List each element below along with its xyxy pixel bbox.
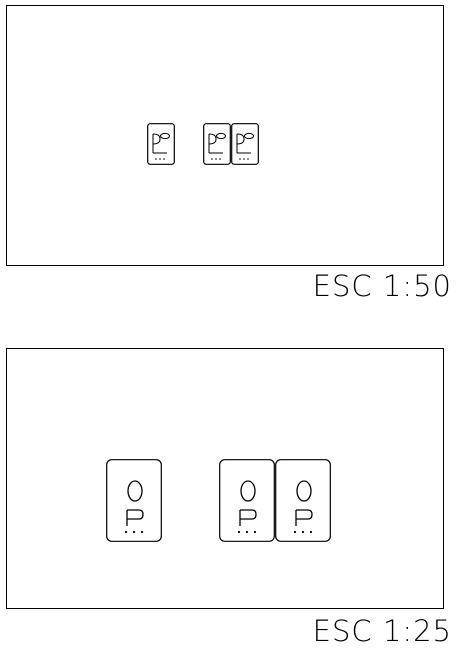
scale-label-1: ESC 1:50	[312, 269, 452, 303]
plan-view-frame-2	[6, 348, 444, 609]
plan-view-frame-1	[6, 5, 444, 266]
pushbutton-symbol-5	[219, 459, 275, 542]
pushbutton-symbol-6	[275, 459, 331, 542]
scale-label-2: ESC 1:25	[312, 614, 452, 648]
pushbutton-symbol-4	[106, 459, 162, 542]
pushbutton-symbol-3	[231, 123, 259, 165]
pushbutton-symbol-1	[147, 123, 175, 165]
pushbutton-symbol-2	[203, 123, 231, 165]
